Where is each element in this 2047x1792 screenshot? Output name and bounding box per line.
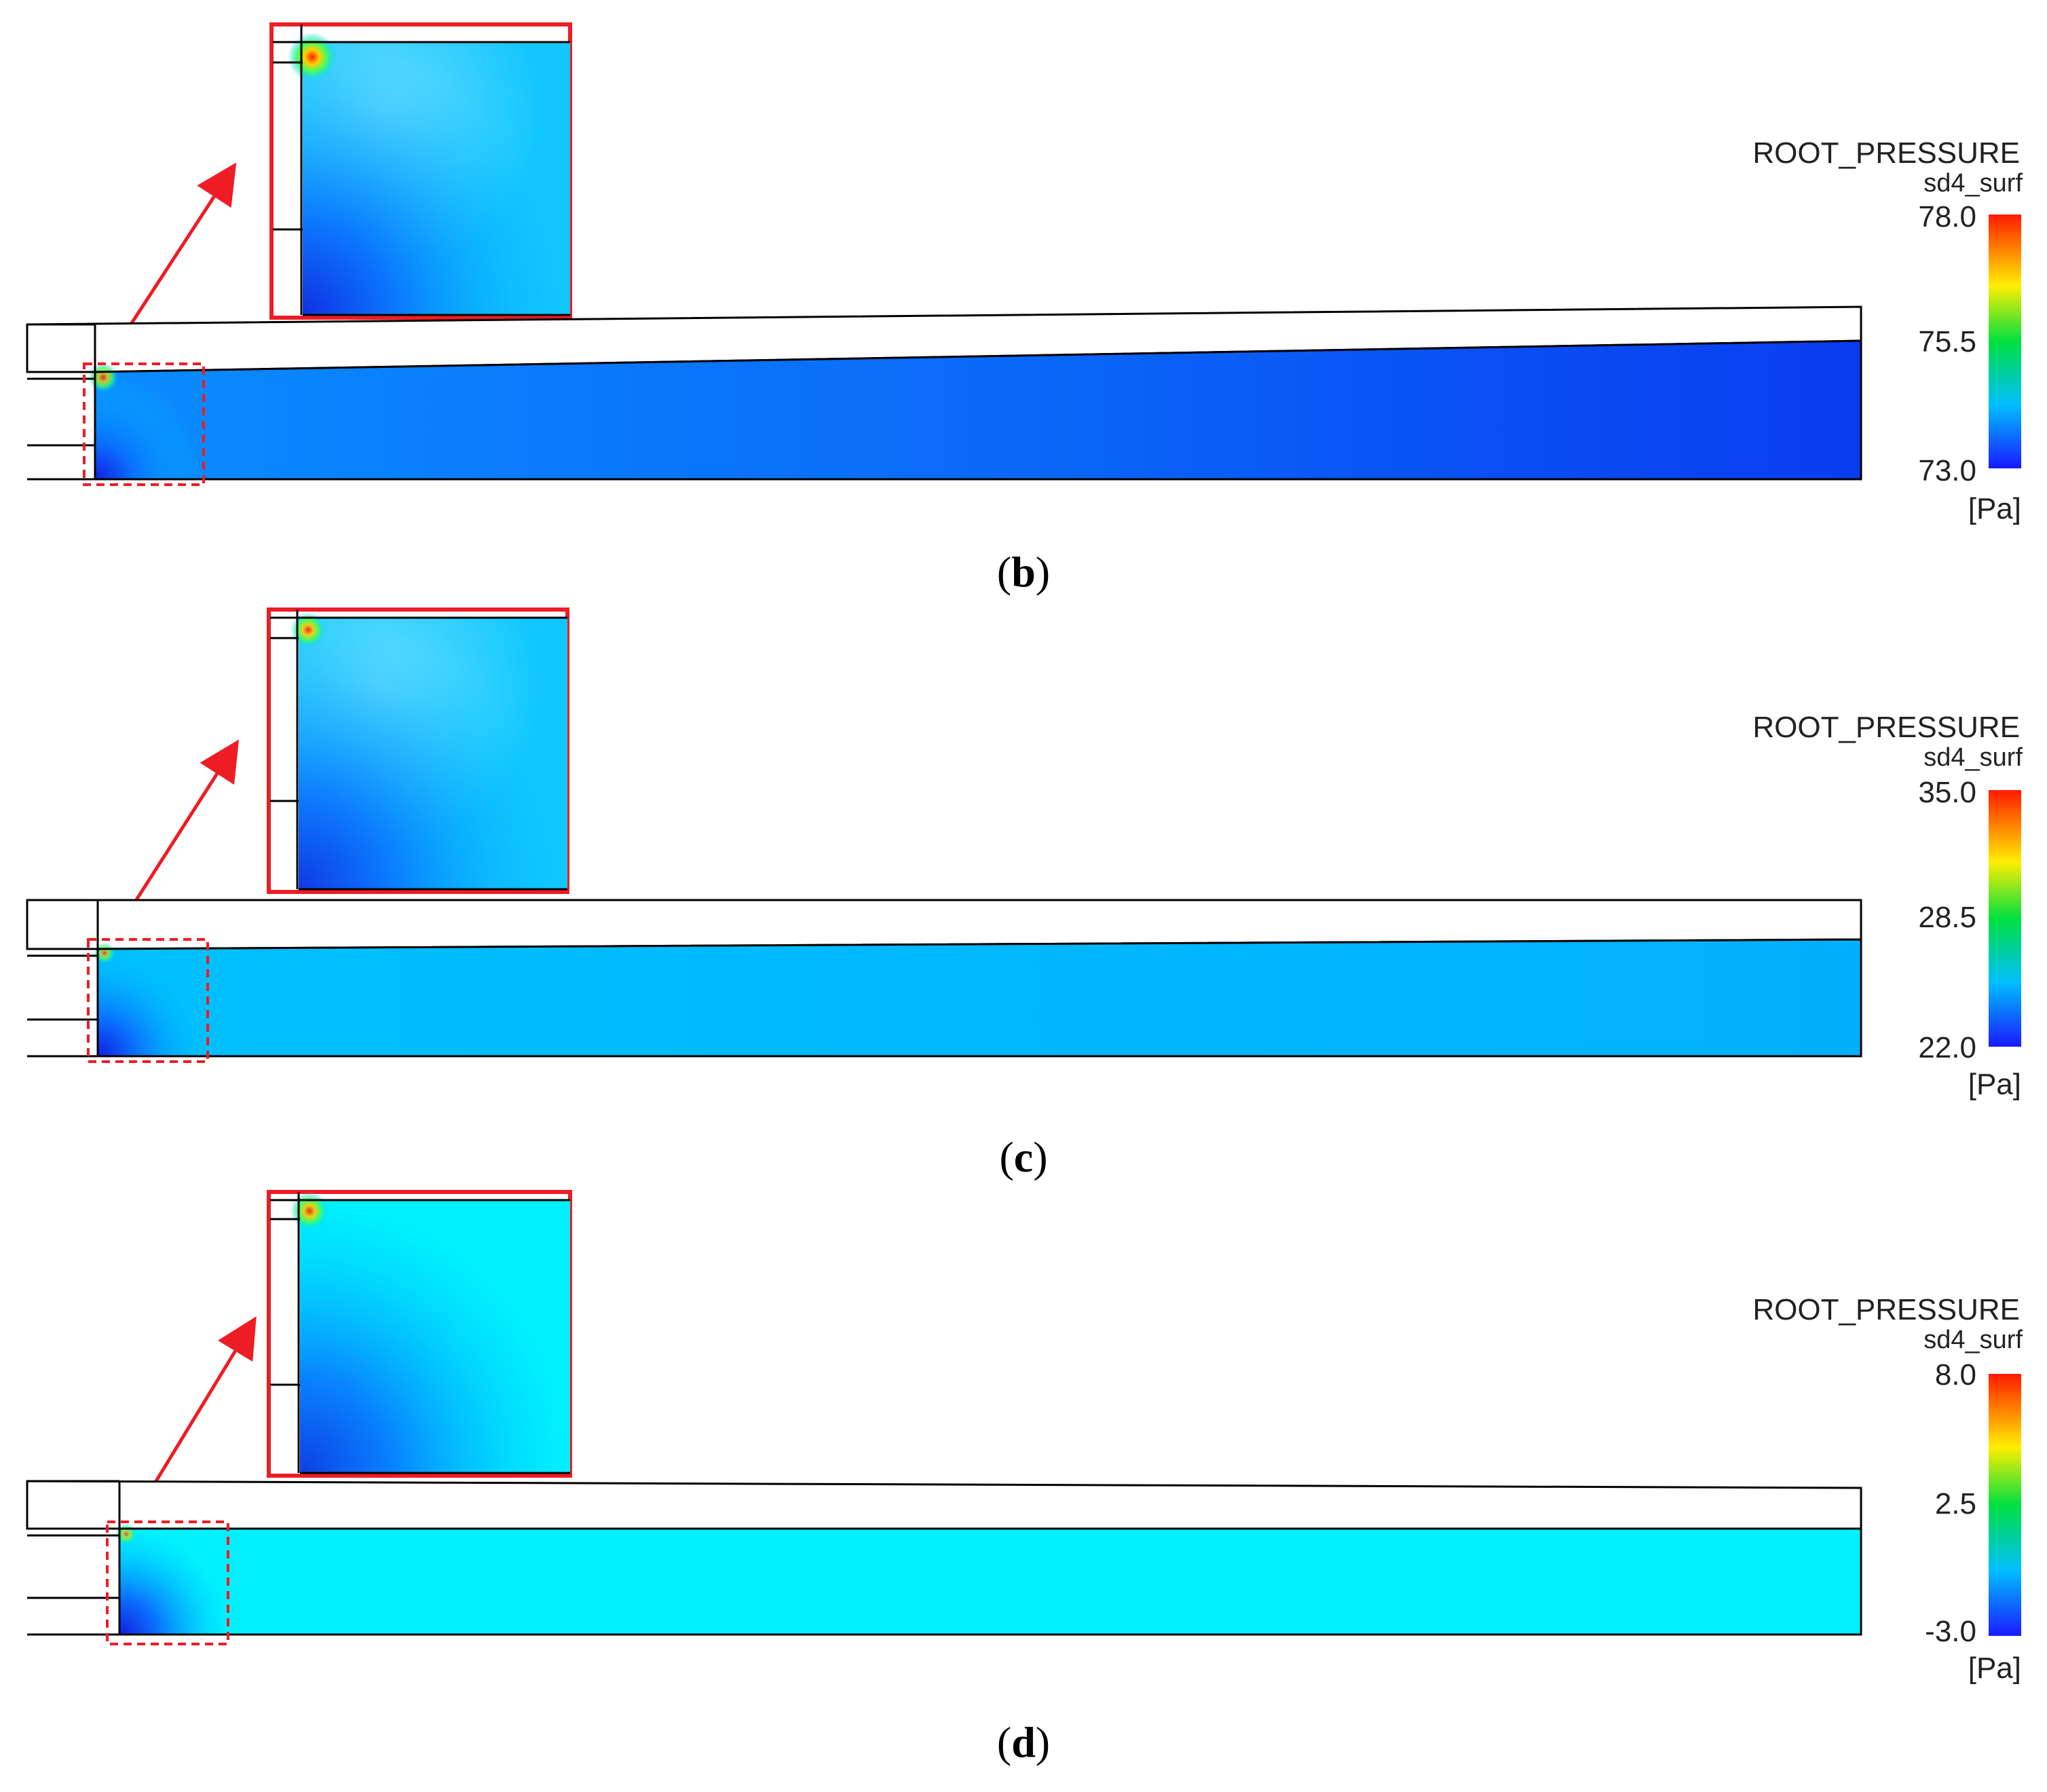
panel-d-colorbar	[1989, 1374, 2021, 1636]
panel-c-scale-mid: 28.5	[1918, 901, 1976, 934]
panel-d-caption: (d)	[997, 1718, 1050, 1766]
panel-c-caption: (c)	[999, 1133, 1047, 1181]
panel-b-colorbar	[1989, 214, 2021, 468]
panel-b-scale-max: 78.0	[1918, 200, 1976, 234]
panel-d-unit: [Pa]	[1968, 1651, 2021, 1685]
panel-d-scale-mid: 2.5	[1935, 1487, 1976, 1520]
panel-b-domain	[26, 305, 1862, 486]
panel-c-colorbar	[1989, 790, 2021, 1047]
panel-d-legend-title: ROOT_PRESSURE	[1752, 1293, 2020, 1326]
panel-d-scale-min: -3.0	[1925, 1615, 1976, 1648]
panel-b-legend-title: ROOT_PRESSURE	[1752, 136, 2020, 170]
panel-d: ROOT_PRESSURE sd4_surf 8.0 2.5 -3.0 [Pa]…	[26, 1190, 2023, 1766]
panel-c-scale-min: 22.0	[1918, 1031, 1976, 1064]
panel-b-scale-min: 73.0	[1918, 454, 1976, 487]
panel-d-legend-subtitle: sd4_surf	[1923, 1326, 2023, 1354]
panel-c-legend-subtitle: sd4_surf	[1923, 743, 2023, 772]
panel-c-unit: [Pa]	[1968, 1068, 2021, 1101]
panel-c-scale-max: 35.0	[1918, 776, 1976, 809]
panel-d-scale-max: 8.0	[1935, 1358, 1976, 1392]
panel-d-caption-letter: d	[1011, 1718, 1036, 1766]
panel-b-scale-mid: 75.5	[1918, 325, 1976, 358]
panel-b-caption: (b)	[997, 548, 1050, 596]
panel-b-inset	[269, 22, 572, 320]
panel-b-caption-letter: b	[1011, 548, 1036, 596]
panel-c-inset	[267, 608, 569, 894]
panel-b-legend-subtitle: sd4_surf	[1923, 169, 2023, 198]
panel-d-inset	[267, 1190, 572, 1478]
panel-c-legend-title: ROOT_PRESSURE	[1752, 711, 2020, 744]
panel-c: ROOT_PRESSURE sd4_surf 35.0 28.5 22.0 [P…	[26, 608, 2023, 1181]
panel-b-unit: [Pa]	[1968, 492, 2021, 525]
panel-d-legend: ROOT_PRESSURE sd4_surf 8.0 2.5 -3.0 [Pa]	[1752, 1293, 2023, 1685]
panel-d-domain	[26, 1480, 1862, 1645]
panel-c-legend: ROOT_PRESSURE sd4_surf 35.0 28.5 22.0 [P…	[1752, 711, 2023, 1101]
panel-b: ROOT_PRESSURE sd4_surf 78.0 75.5 73.0 [P…	[26, 22, 2023, 596]
panel-c-caption-letter: c	[1014, 1133, 1033, 1181]
panel-b-legend: ROOT_PRESSURE sd4_surf 78.0 75.5 73.0 [P…	[1752, 136, 2023, 525]
panel-c-domain	[26, 899, 1862, 1063]
